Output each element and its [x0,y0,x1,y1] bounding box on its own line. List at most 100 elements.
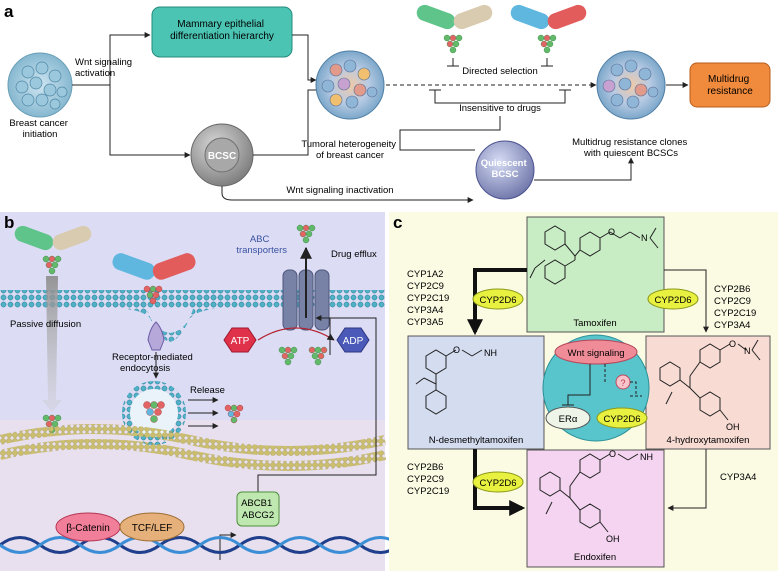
tumoral-heterogeneity-cluster [315,50,385,120]
initiation-cell-cluster [7,52,73,118]
membrane-invagination [110,290,230,342]
wnt-activation-text: Wnt signaling activation [75,57,135,79]
tcf-lef-oval [119,512,185,542]
svg-text:O: O [608,227,615,237]
wnt-inactivation-arrow [221,186,474,203]
svg-text:O: O [609,449,616,459]
panel-b-label: b [4,213,14,232]
mdr-clones-cluster [596,50,666,120]
4-hydroxytamoxifen-label: 4-hydroxytamoxifen [667,435,750,446]
cyp2d6-badge-left [472,288,524,310]
antibody-drug-conjugate-red [510,4,587,54]
breast-cancer-initiation-text: Breast cancer initiation [9,118,70,140]
n-desmethyltamoxifen-label: N-desmethyltamoxifen [429,435,524,446]
endoxifen-nh-atom: NH [640,452,653,462]
cyp3a4-label: CYP3A4 [720,472,756,483]
tamoxifen-to-hydroxy-arrow [664,269,709,333]
arrow-to-bcsc [109,85,191,158]
tamoxifen-n-atom: N [641,233,648,243]
release-text: Release [190,385,225,396]
multidrug-resistance-text: Multidrug resistance [707,74,753,97]
hydroxy-to-endoxifen-arrow [667,449,707,511]
cyp2d6-badge-right-text: CYP2D6 [655,295,692,306]
drug-efflux-text: Drug efflux [331,249,377,260]
passive-diffusion-text: Passive diffusion [10,319,81,330]
wnt-inhibit-era [562,364,591,406]
endoxifen-box [526,449,665,568]
bcsc-text: BCSC [208,151,236,162]
4-hydroxytamoxifen-box [645,335,771,450]
question-mark: ? [620,378,625,388]
ndesmethyl-to-endoxifen-arrow [473,449,526,516]
endoxifen-oh-atom: OH [606,534,620,544]
inhibit-right-drug [541,58,553,67]
endosome-drug [143,401,165,423]
nuclear-membrane-inner [0,439,387,471]
efflux-input-drugs [278,346,328,366]
svg-text:O: O [729,339,736,349]
passive-drug-antibody [14,225,92,275]
released-drug [224,404,244,424]
passive-diffusion-arrow [42,276,62,412]
panel-a-label: a [4,2,14,21]
wnt-signaling-text: Wnt signaling [567,348,624,359]
n-desmethyl-structure [415,349,483,415]
atp-hexagon [223,327,257,353]
receptor-drug-antibody [112,253,196,305]
cyp2d6-badge-bottom-text: CYP2D6 [480,478,517,489]
n-desmethyltamoxifen-box [407,335,545,450]
arrow-quiescent-to-mdr [534,157,634,181]
cyp2d6-center-text: CYP2D6 [604,414,641,425]
inhibit-left-drug [447,58,459,67]
insensitive-text: Insensitive to drugs [459,103,541,114]
tumoral-heterogeneity-text: Tumoral heterogeneity of breast cancer [301,139,398,161]
er-alpha-oval [545,406,591,430]
hydroxy-oh-atom: OH [726,422,740,432]
tamoxifen-box [526,216,665,333]
insensitive-bracket [434,90,566,104]
wnt-inactivation-text: Wnt signaling inactivation [286,185,393,196]
tamoxifen-structure [529,225,659,285]
arrow-to-mammary [72,32,151,86]
atp-text: ATP [231,336,250,347]
quiescent-bcsc-text: Quiescent BCSC [481,158,530,180]
dna-helix [0,536,401,554]
cyp2d6-center-badge [596,407,648,429]
svg-text:O: O [453,345,460,355]
abc-genes-text: ABCB1 ABCG2 [241,498,275,521]
receptor-protein [147,321,165,351]
abc-transporters-text: ABC transporters [236,234,287,256]
arrow-bcsc-to-tumor [253,89,316,156]
arrow-mammary-to-tumor [292,34,317,83]
panel-c-label: c [393,213,402,232]
nuclear-membrane-outer [0,424,387,456]
tamoxifen-label: Tamoxifen [573,318,616,329]
hydroxy-n-atom: N [744,346,751,356]
cyp2d6-badge-right [647,288,699,310]
directed-selection-text: Directed selection [462,66,538,77]
left-enzyme-list: CYP1A2 CYP2C9 CYP2C19 CYP3A4 CYP3A5 [407,269,452,328]
beta-catenin-text: β-Catenin [66,523,110,534]
n-desmethyl-nh-atom: NH [484,348,497,358]
adp-text: ADP [343,336,364,347]
tcf-lef-text: TCF/LEF [132,523,173,534]
lower-left-enzyme-list: CYP2B6 CYP2C9 CYP2C19 [407,462,449,497]
quiescent-bcsc-cell [475,140,535,200]
er-alpha-text: ERα [559,414,578,425]
insensitive-to-quiescent-line [399,116,501,151]
mammary-hierarchy-box [151,6,293,58]
receptor-mediated-text: Receptor-mediated endocytosis [112,352,195,374]
effluxed-drug [296,224,316,244]
atp-adp-arrow [257,327,335,341]
cyp2d6-badge-bottom [472,471,524,493]
right-enzyme-list: CYP2B6 CYP2C9 CYP2C19 CYP3A4 [714,284,759,331]
multidrug-resistance-box [689,62,771,108]
adp-hexagon [336,327,370,353]
mammary-hierarchy-text: Mammary epithelial differentiation hiera… [170,19,274,42]
hydroxy-structure [659,339,761,421]
tamoxifen-to-ndesmethyl-arrow [467,268,527,336]
endoxifen-label: Endoxifen [574,552,616,563]
antibody-drug-conjugate-green [416,4,493,54]
